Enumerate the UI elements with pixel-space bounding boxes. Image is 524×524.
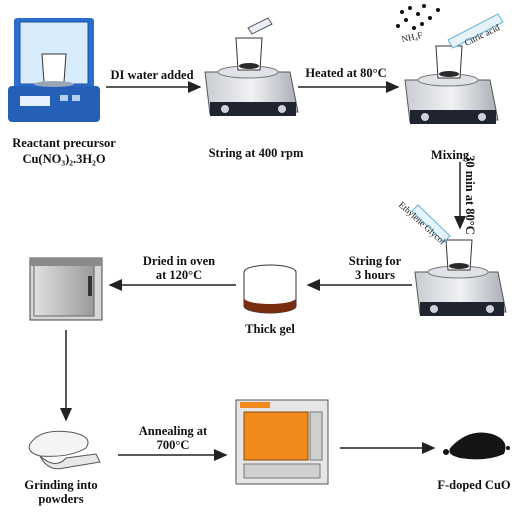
analytical-balance-icon [8, 18, 100, 122]
drying-oven-icon [29, 257, 103, 321]
arrow-1-label: DI water added [110, 68, 194, 82]
mixing-label: Mixing [430, 148, 470, 162]
citric-acid-tube-icon [447, 13, 504, 49]
nh4f-powder-icon [396, 4, 440, 30]
muffle-furnace-icon [235, 399, 329, 485]
mixing-hot-plate-icon [404, 45, 499, 124]
arrow-6-label: Annealing at 700°C [138, 424, 208, 452]
thick-gel-beaker-icon [243, 264, 297, 314]
mortar-pestle-icon [28, 430, 101, 470]
arrow-3-label: 30 min at 80°C [463, 155, 477, 235]
precursor-title: Reactant precursor [12, 136, 116, 150]
ethylene-glycol-tube-icon [411, 204, 451, 243]
stirring-label: String at 400 rpm [208, 146, 304, 160]
product-label: F-doped CuO [437, 478, 511, 492]
stirring-hot-plate-icon [414, 239, 507, 316]
arrow-2-label: Heated at 80°C [305, 66, 387, 80]
grinding-label: Grinding into powders [24, 478, 98, 506]
cuo-powder-icon [443, 432, 510, 460]
precursor-formula: Cu(NO₃)₂.3H₂O [22, 152, 106, 166]
arrow-4-label: String for 3 hours [348, 254, 402, 282]
arrow-5-label: Dried in oven at 120°C [142, 254, 216, 282]
thick-gel-label: Thick gel [245, 322, 295, 336]
hot-plate-stirrer-icon [204, 17, 299, 116]
